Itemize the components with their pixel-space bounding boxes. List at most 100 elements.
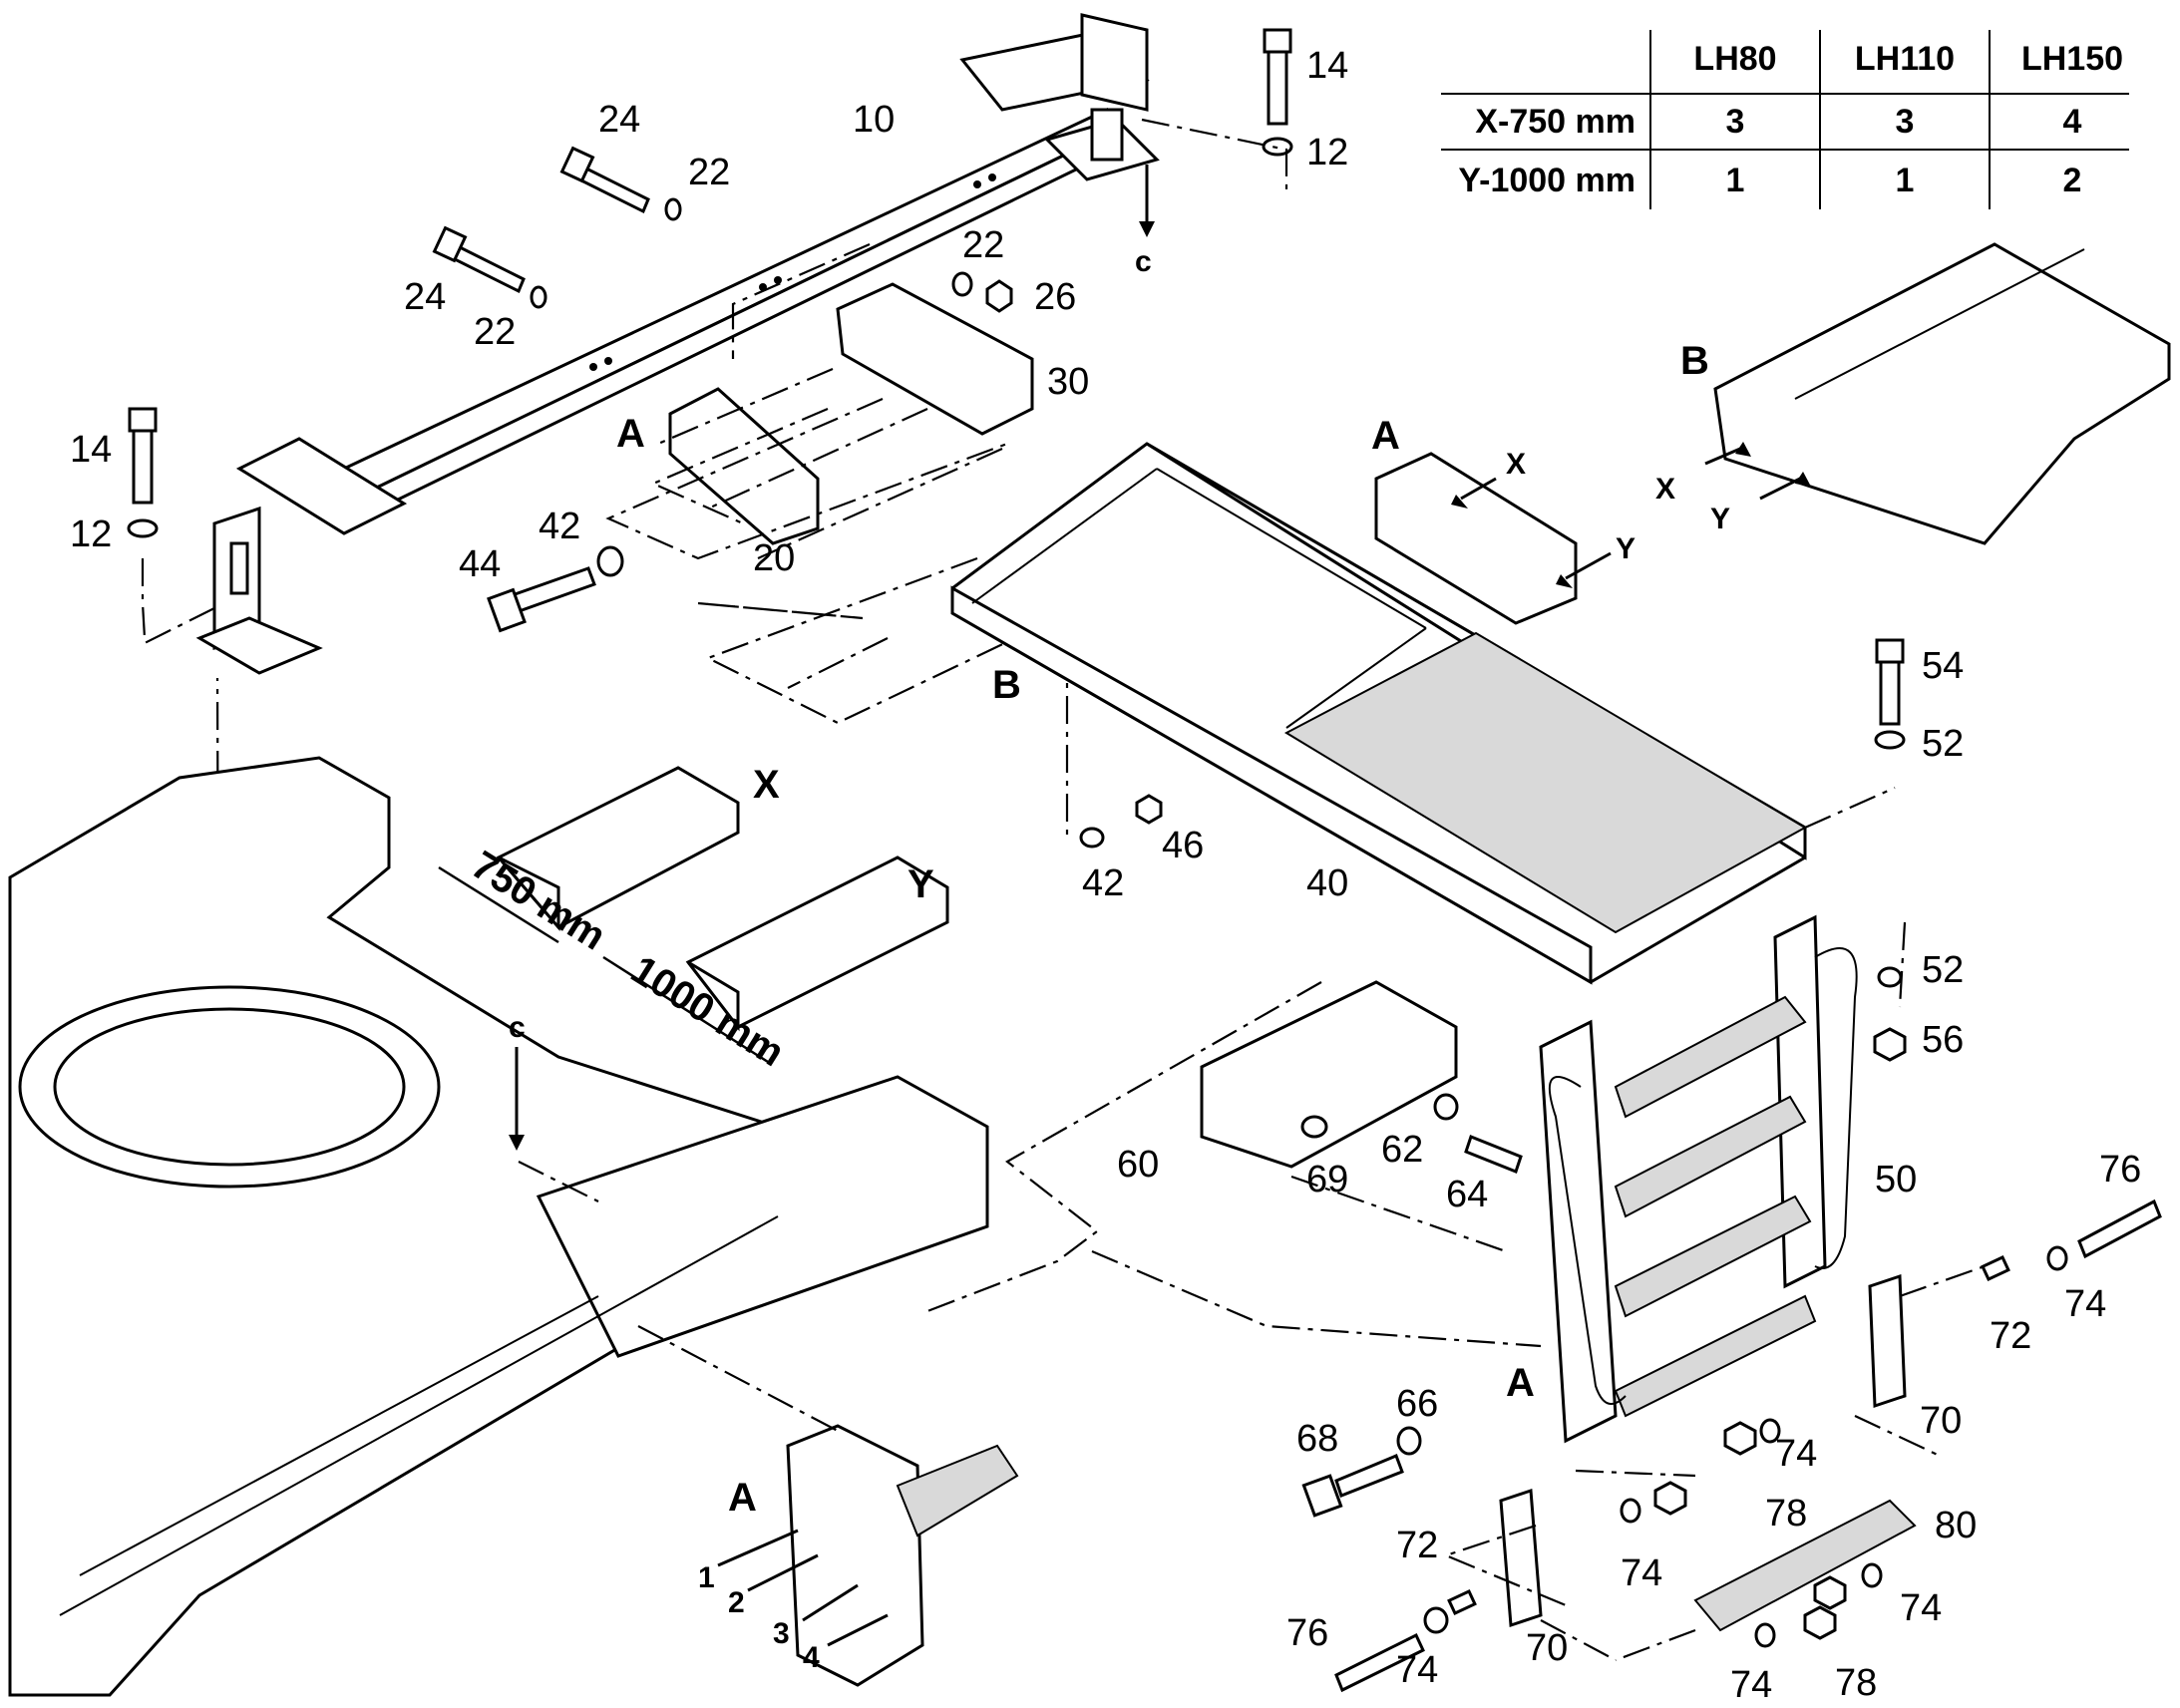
view-label-b: B	[1680, 339, 1709, 383]
bolt-76-right	[1981, 1198, 2162, 1281]
arrow-x-a	[1451, 477, 1497, 509]
table-cell: 1	[1726, 162, 1745, 199]
part-label: 74	[1621, 1552, 1662, 1594]
part-label: 42	[539, 506, 580, 547]
hole-label: 4	[803, 1641, 820, 1674]
part-label: 64	[1446, 1174, 1488, 1215]
detail-a-holes	[786, 1424, 1019, 1687]
arrow-c-lower	[509, 1047, 525, 1151]
part-label: 44	[459, 543, 501, 585]
view-label-a: A	[728, 1476, 757, 1520]
bolt-76-lower	[1334, 1589, 1477, 1693]
view-label-c: c	[1135, 245, 1152, 278]
part-label: 10	[853, 99, 895, 141]
part-label: 30	[1047, 361, 1089, 403]
dimension-750	[438, 865, 559, 944]
table-cell: 1	[1896, 162, 1915, 199]
part-label: 22	[688, 152, 730, 193]
part-label: 72	[1990, 1315, 2031, 1357]
part-label: 20	[753, 537, 795, 579]
part-labels: 10 14 12 14 12 24 22 24 22 22 26 30 20 4…	[70, 45, 2141, 1706]
part-label: 12	[1306, 132, 1348, 173]
bolt-54-washer-52	[1874, 638, 1906, 750]
arrows-holes	[717, 1529, 889, 1647]
table-header-lh150: LH150	[2021, 40, 2123, 78]
part-label: 52	[1922, 723, 1964, 765]
part-label: 12	[70, 513, 112, 555]
plate-70-right	[1868, 1273, 1907, 1409]
plate-70-lower	[1499, 1488, 1543, 1628]
bolt-68-washer-66	[1301, 1426, 1422, 1518]
part-label: 14	[1306, 45, 1348, 87]
part-label: 46	[1162, 825, 1204, 866]
table-header-lh110: LH110	[1855, 40, 1955, 78]
part-label: 74	[2064, 1283, 2106, 1325]
bolt-24-lower	[432, 225, 547, 309]
bracket-a-detail	[1374, 452, 1578, 625]
step-80	[1693, 1499, 1917, 1632]
arrow-x-b	[1704, 442, 1751, 466]
part-label: 24	[598, 99, 640, 141]
part-label: 22	[474, 311, 516, 353]
part-label: 72	[1396, 1525, 1438, 1566]
part-label: 80	[1935, 1505, 1977, 1546]
table-header-lh80: LH80	[1693, 40, 1776, 78]
part-label: 68	[1296, 1418, 1338, 1460]
bracket-30	[836, 271, 1034, 436]
hole-label: 2	[728, 1586, 745, 1619]
arrow-y-a	[1556, 551, 1612, 588]
part-label: 76	[2099, 1149, 2141, 1191]
part-label: 70	[1920, 1400, 1962, 1442]
table-cell: 4	[2063, 103, 2082, 141]
arrow-c-upper	[1139, 165, 1155, 237]
part-label: 24	[404, 276, 446, 318]
part-label: 62	[1381, 1129, 1423, 1171]
hole-labels: 1 2 3 4	[698, 1561, 820, 1674]
part-label: 54	[1922, 645, 1964, 687]
staircase-50	[1539, 914, 1858, 1444]
dimension-1000	[602, 955, 769, 1064]
bracket-60	[1200, 980, 1523, 1174]
table-row-label-y: Y-1000 mm	[1458, 162, 1635, 199]
part-label: 66	[1396, 1383, 1438, 1425]
bracket-20	[487, 387, 820, 633]
track-link-y	[685, 855, 949, 1032]
part-label: 78	[1835, 1662, 1877, 1704]
assembly-guide-lines-lower	[518, 786, 1986, 1662]
view-label-y: Y	[908, 862, 934, 906]
view-label-a: A	[1506, 1361, 1535, 1405]
part-label: 74	[1730, 1664, 1772, 1706]
part-label: 60	[1117, 1144, 1159, 1186]
part-label: 50	[1875, 1159, 1917, 1200]
table-cell: 3	[1896, 103, 1915, 141]
view-label-x: X	[1655, 473, 1675, 506]
part-label: 22	[962, 224, 1004, 266]
table-row-label-x: X-750 mm	[1475, 103, 1635, 141]
view-label-b: B	[992, 663, 1021, 707]
part-label: 26	[1034, 276, 1076, 318]
part-label: 40	[1306, 862, 1348, 904]
hole-label: 3	[773, 1617, 790, 1650]
part-label: 14	[70, 429, 112, 471]
bolt-14-left	[127, 407, 159, 538]
view-labels: A A A A B B c c X Y X Y X Y	[509, 245, 1730, 1520]
washer-42-nut-46	[1079, 794, 1163, 849]
platform-40	[950, 442, 1808, 985]
view-b-detail	[1713, 242, 2171, 545]
part-label: 74	[1775, 1433, 1817, 1475]
table-cell: 3	[1726, 103, 1745, 141]
table-cell: 2	[2063, 162, 2082, 199]
view-label-x: X	[1506, 448, 1526, 481]
view-label-c: c	[509, 1011, 526, 1044]
view-label-a: A	[1371, 414, 1400, 458]
part-label: 70	[1526, 1627, 1568, 1669]
part-label: 74	[1396, 1649, 1438, 1691]
arrow-y-b	[1759, 472, 1811, 501]
part-label: 76	[1286, 1612, 1328, 1654]
undercarriage-frame	[8, 756, 989, 1697]
quantity-table: LH80 LH110 LH150 X-750 mm 3 3 4 Y-1000 m…	[1441, 30, 2129, 209]
part-label: 42	[1082, 862, 1124, 904]
hole-label: 1	[698, 1561, 715, 1594]
view-label-y: Y	[1616, 532, 1635, 565]
